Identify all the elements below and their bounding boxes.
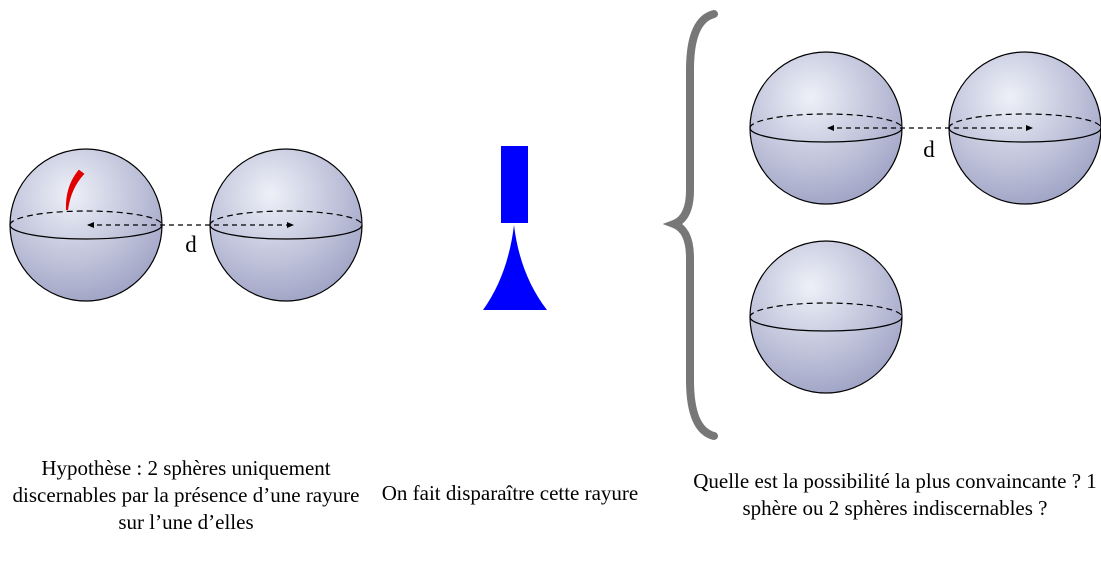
sphere-right-2: [948, 51, 1101, 205]
sphere-left-1: [9, 148, 163, 302]
curly-brace: [662, 10, 718, 440]
caption-question: Quelle est la possibilité la plus convai…: [693, 469, 1097, 520]
caption-hypothesis: Hypothèse : 2 sphères uniquement discern…: [12, 456, 360, 534]
sphere-right-single: [749, 240, 903, 394]
distance-label-right: d: [923, 137, 935, 162]
caption-remove-scratch: On fait disparaître cette rayure: [381, 481, 639, 505]
scratch-mark: [65, 169, 85, 211]
eraser-icon: [483, 146, 547, 310]
sphere-right-1: [749, 51, 903, 205]
distance-label-left: d: [185, 232, 197, 257]
